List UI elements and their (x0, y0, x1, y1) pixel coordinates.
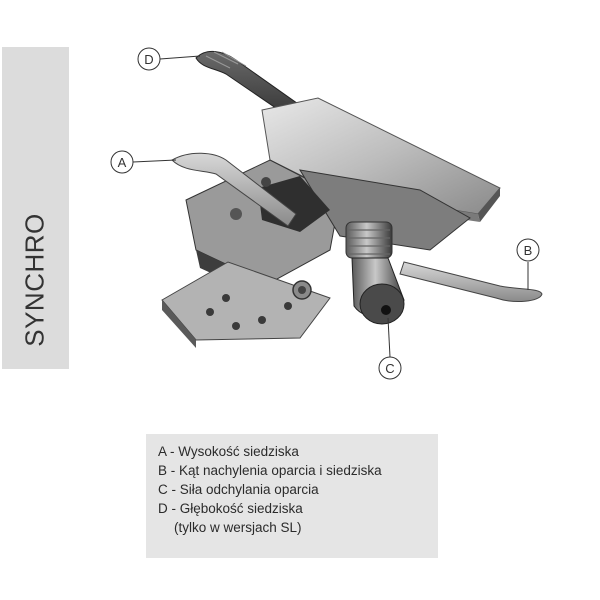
callout-a: A (110, 150, 177, 174)
callout-c: C (378, 317, 402, 380)
mechanism-illustration: D A B C (110, 47, 543, 380)
lever-a (171, 152, 297, 227)
callout-a-label: A (118, 155, 127, 170)
lever-b (399, 261, 543, 302)
legend-note: (tylko w wersjach SL) (174, 520, 302, 535)
callout-d: D (137, 47, 201, 71)
legend-item-b: B - Kąt nachylenia oparcia i siedziska (158, 463, 382, 478)
callout-d-label: D (144, 52, 153, 67)
legend-item-a: A - Wysokość siedziska (158, 444, 299, 459)
housing (185, 159, 471, 300)
base-plate (161, 261, 331, 348)
tension-knob-c (345, 221, 405, 325)
legend-item-d: D - Głębokość siedziska (158, 501, 303, 516)
side-band (2, 47, 69, 369)
callout-c-label: C (385, 361, 394, 376)
legend-item-c: C - Siła odchylania oparcia (158, 482, 319, 497)
legend-list: A - Wysokość siedziska B - Kąt nachyleni… (146, 434, 438, 537)
legend-box: A - Wysokość siedziska B - Kąt nachyleni… (146, 434, 438, 558)
callout-b: B (516, 238, 540, 290)
callout-b-label: B (524, 243, 533, 258)
